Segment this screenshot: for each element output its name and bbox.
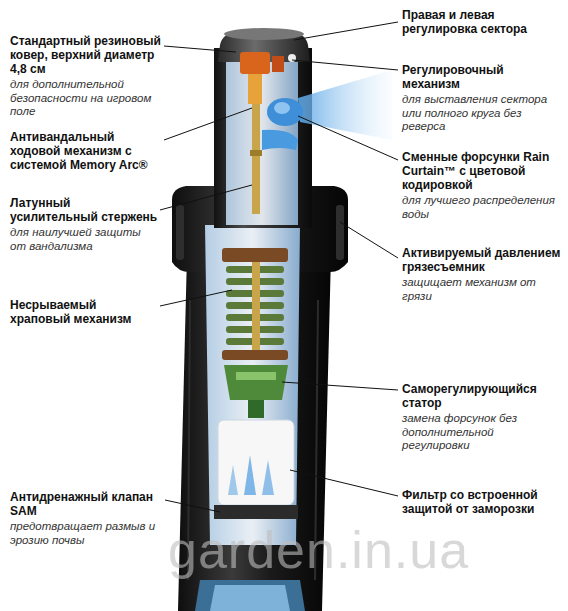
callout-label: Несрываемый храповый механизм: [10, 298, 158, 326]
callout-label: Стандартный резиновый ковер, верхний диа…: [10, 34, 162, 76]
watermark: garden.in.ua: [168, 522, 469, 578]
callout-label: Активируемый давлением грязесъемник: [402, 246, 562, 274]
callout-label: Сменные форсунки Rain Curtain™ с цветово…: [402, 150, 562, 192]
callout-note: для дополнительной безопасности на игров…: [10, 78, 162, 119]
callout-label: Регулировочный механизм: [402, 63, 562, 91]
callout-note: защищает механизм от грязи: [402, 276, 562, 303]
callout-note: замена форсунок без дополнительной регул…: [402, 412, 562, 453]
callout-note: предотвращает размыв и эрозию почвы: [10, 520, 162, 547]
callout-label: Латунный усилительный стержень: [10, 196, 158, 224]
callout-label: Антивандальный ходовой механизм с систем…: [10, 130, 160, 172]
callout-label: Антидренажный клапан SAM: [10, 490, 162, 518]
callout-label: Фильтр со встроенной защитой от заморозк…: [402, 488, 562, 516]
callout-note: для лучшего распределения воды: [402, 194, 562, 221]
callout-label: Саморегулирующийся статор: [402, 382, 562, 410]
callout-label: Правая и левая регулировка сектора: [402, 8, 562, 36]
callout-note: для выставления сектора или полного круг…: [402, 93, 562, 134]
callout-note: для наилучшей защиты от вандализма: [10, 226, 158, 253]
